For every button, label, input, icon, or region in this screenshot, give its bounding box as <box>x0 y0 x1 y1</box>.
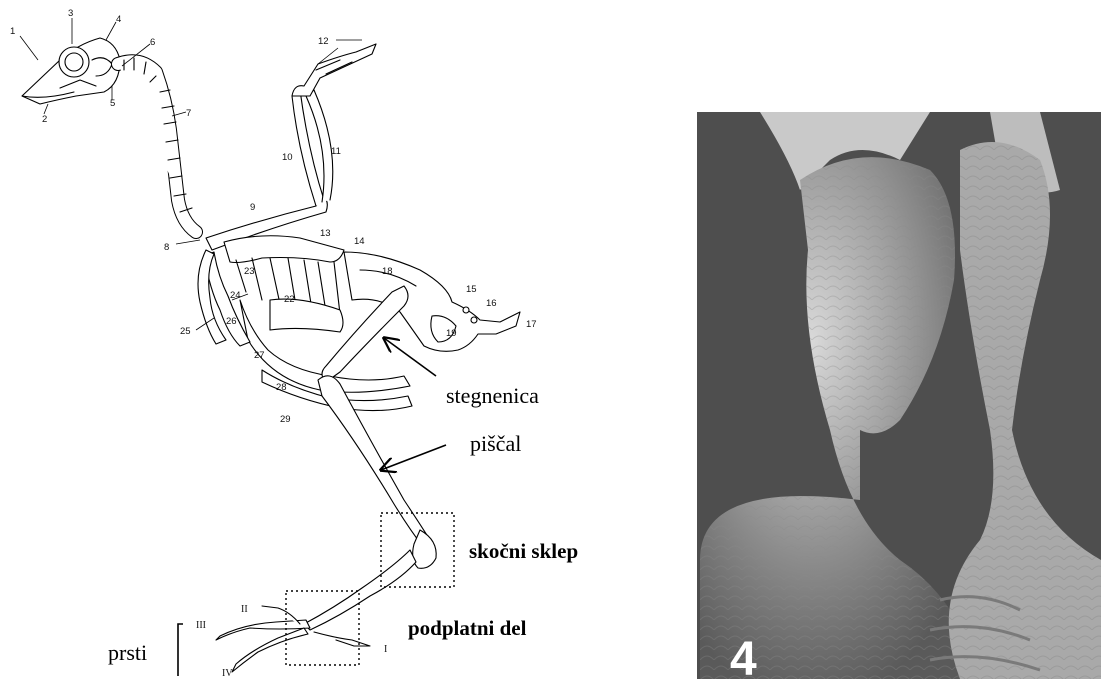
bone-number-label: 1 <box>10 26 15 37</box>
leg-bones <box>216 286 436 672</box>
toe-numeral: II <box>241 604 248 615</box>
bone-number-label: 7 <box>186 108 191 119</box>
leg-photo: 4 <box>697 112 1101 679</box>
neck-vertebrae <box>118 58 196 232</box>
bone-number-label: 4 <box>116 14 121 25</box>
bone-number-label: 11 <box>331 146 341 157</box>
bone-number-label: 9 <box>250 202 255 213</box>
toe-numeral: IV <box>222 668 233 679</box>
bone-number-label: 8 <box>164 242 169 253</box>
bone-number-label: 19 <box>446 328 457 339</box>
bone-number-label: 15 <box>466 284 477 295</box>
tibia-arrow <box>381 445 446 470</box>
bone-number-label: 22 <box>284 294 295 305</box>
skull <box>22 38 120 104</box>
bone-number-label: 10 <box>282 152 293 163</box>
bone-number-label: 14 <box>354 236 365 247</box>
hock-joint-label: skočni sklep <box>469 539 578 563</box>
tibia-label: piščal <box>470 431 521 456</box>
bone-number-label: 2 <box>42 114 47 125</box>
bone-number-label: 18 <box>382 266 393 277</box>
wing-bones <box>206 44 376 250</box>
bone-number-label: 25 <box>180 326 191 337</box>
toes-label: prsti <box>108 640 147 665</box>
bone-number-label: 26 <box>226 316 237 327</box>
bone-number-label: 17 <box>526 319 537 330</box>
bone-number-label: 3 <box>68 8 73 19</box>
bone-number-label: 23 <box>244 266 255 277</box>
bone-number-label: 12 <box>318 36 329 47</box>
toe-numeral: III <box>196 620 206 631</box>
metatarsus-label: podplatni del <box>408 616 527 640</box>
bone-number-label: 24 <box>230 290 241 301</box>
toes-bracket <box>178 624 183 676</box>
bone-number-label: 29 <box>280 414 291 425</box>
bone-number-label: 28 <box>276 382 287 393</box>
bird-skeleton-drawing <box>22 38 520 672</box>
photo-caption: 4 <box>730 633 757 679</box>
bone-number-label: 16 <box>486 298 497 309</box>
bone-number-label: 27 <box>254 350 265 361</box>
bone-number-label: 5 <box>110 98 115 109</box>
femur-label: stegnenica <box>446 383 539 408</box>
shoulder-girdle <box>198 250 250 346</box>
bone-number-label: 13 <box>320 228 331 239</box>
bone-number-label: 6 <box>150 37 155 48</box>
toe-numeral: I <box>384 644 387 655</box>
